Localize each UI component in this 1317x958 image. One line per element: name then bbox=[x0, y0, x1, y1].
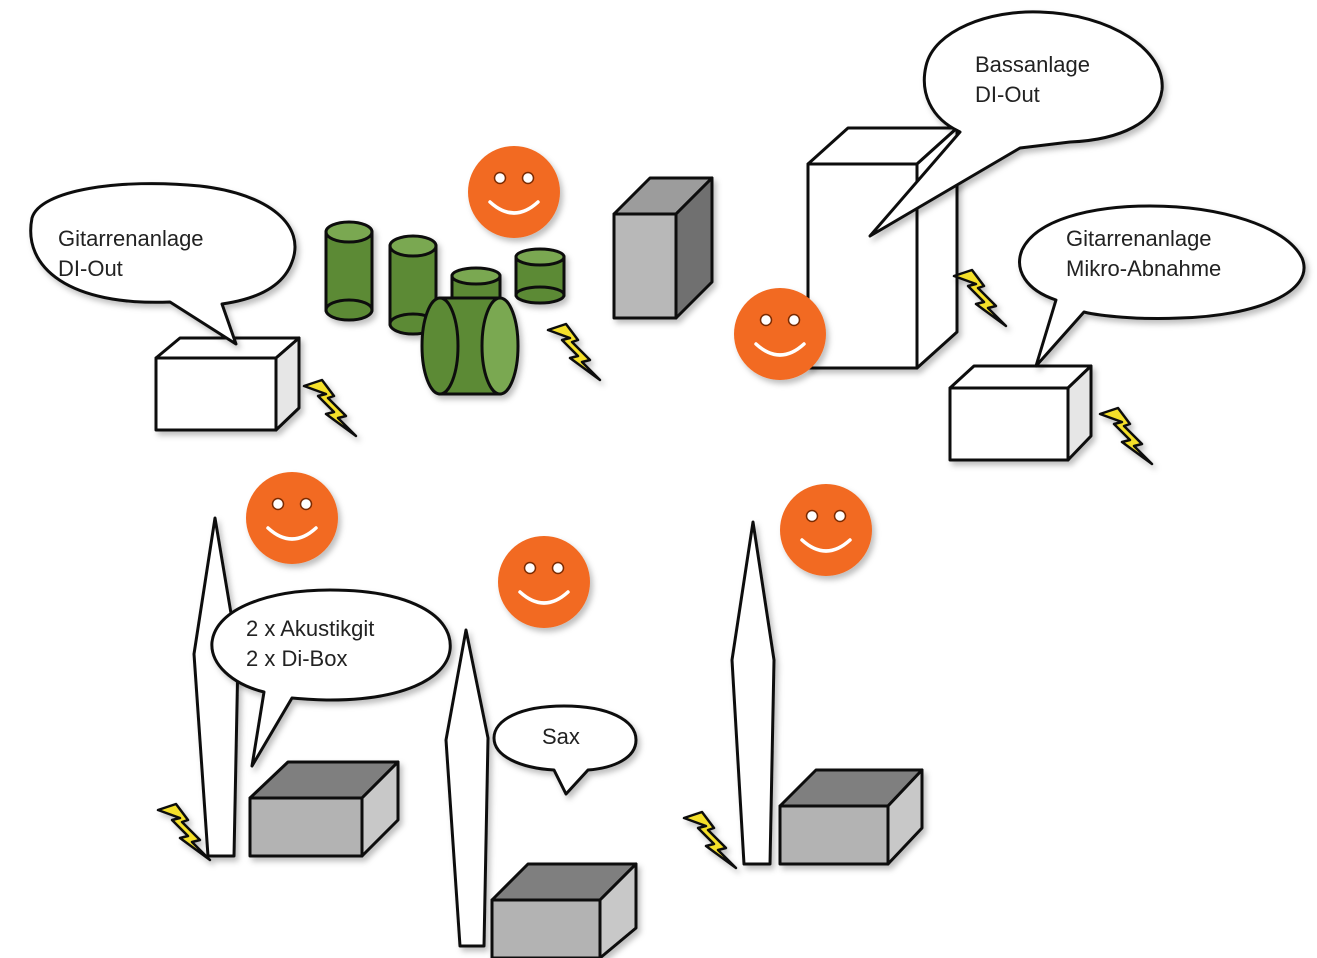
musician-smiley-icon bbox=[246, 472, 338, 564]
drum-kit bbox=[324, 220, 566, 396]
mic-stand-right bbox=[730, 520, 776, 866]
power-connections bbox=[156, 268, 1154, 870]
label-guitar-left-2: DI-Out bbox=[58, 256, 123, 281]
mic-stand-center bbox=[444, 628, 490, 948]
label-bass-2: DI-Out bbox=[975, 82, 1040, 107]
musician-smiley-icon bbox=[468, 146, 560, 238]
power-bolt-icon bbox=[682, 810, 738, 870]
drum-tom-4 bbox=[514, 247, 566, 305]
musician-smiley-icon bbox=[734, 288, 826, 380]
bubble-guitar-right bbox=[1018, 204, 1306, 368]
label-guitar-right-1: Gitarrenanlage bbox=[1066, 226, 1212, 251]
power-bolt-icon bbox=[546, 322, 602, 382]
bubble-guitar-left bbox=[29, 182, 297, 346]
musician-smiley-icon bbox=[498, 536, 590, 628]
bubble-bass bbox=[868, 10, 1164, 238]
mic-stands bbox=[192, 516, 776, 948]
label-acoustic-2: 2 x Di-Box bbox=[246, 646, 347, 671]
power-bolt-icon bbox=[1098, 406, 1154, 466]
label-sax: Sax bbox=[542, 724, 580, 749]
grey-amp-box bbox=[612, 176, 714, 320]
musicians bbox=[246, 146, 872, 628]
bubble-acoustic bbox=[210, 588, 452, 768]
mic-stand-left bbox=[192, 516, 240, 858]
monitor-right bbox=[778, 768, 924, 866]
guitar-amp-left bbox=[154, 336, 301, 432]
label-acoustic-1: 2 x Akustikgit bbox=[246, 616, 374, 641]
monitor-left bbox=[248, 760, 400, 858]
label-guitar-right-2: Mikro-Abnahme bbox=[1066, 256, 1221, 281]
musician-smiley-icon bbox=[780, 484, 872, 576]
power-bolt-icon bbox=[302, 378, 358, 438]
bubble-sax bbox=[492, 704, 638, 796]
monitor-center bbox=[490, 862, 638, 958]
power-bolt-icon bbox=[952, 268, 1008, 328]
power-bolt-icon bbox=[156, 802, 212, 862]
drum-tom-1 bbox=[324, 220, 374, 322]
guitar-amp-right bbox=[948, 364, 1093, 462]
bass-drum bbox=[420, 296, 520, 396]
label-bass-1: Bassanlage bbox=[975, 52, 1090, 77]
label-guitar-left-1: Gitarrenanlage bbox=[58, 226, 204, 251]
